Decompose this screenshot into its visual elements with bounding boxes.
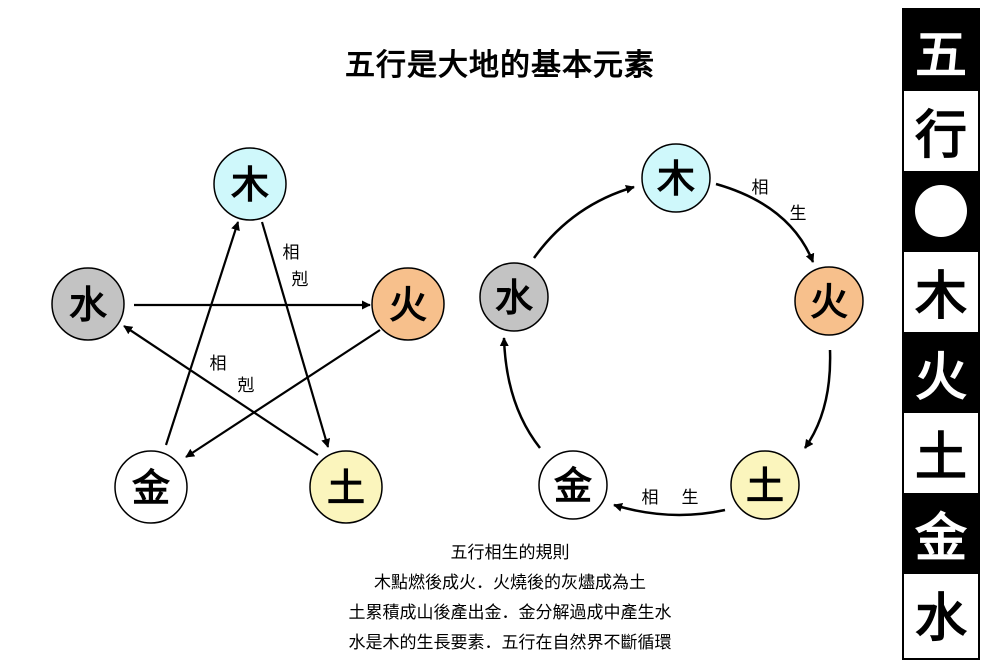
generate-cycle-arrows — [499, 182, 832, 517]
generate-label-upper: 相 生 — [752, 178, 807, 224]
restrain-cycle-arrows — [123, 221, 381, 458]
node-water-right-label: 水 — [495, 276, 534, 320]
node-wood-left-label: 木 — [231, 163, 269, 207]
rules-line-3: 水是木的生長要素．五行在自然界不斷循環 — [348, 633, 672, 653]
node-water-right: 水 — [479, 262, 549, 332]
restrain-label-lower-1: 相 — [210, 354, 227, 374]
rules-line-2: 土累積成山後產出金．金分解過成中產生水 — [348, 603, 672, 623]
node-earth-left: 土 — [309, 450, 383, 524]
node-fire-right-label: 火 — [810, 280, 848, 324]
arrow-wood-to-fire — [715, 182, 815, 263]
node-earth-left-label: 土 — [327, 466, 365, 510]
node-water-left-label: 水 — [69, 283, 108, 327]
arrow-fire-to-metal — [185, 329, 381, 458]
node-fire-right: 火 — [794, 266, 864, 336]
rules-line-1: 木點燃後成火．火燒後的灰燼成為土 — [374, 573, 646, 593]
node-metal-left: 金 — [114, 450, 188, 524]
arrow-water-to-wood — [532, 184, 635, 259]
node-water-left: 水 — [51, 267, 125, 341]
node-metal-left-label: 金 — [131, 466, 171, 510]
node-wood-right-label: 木 — [657, 157, 695, 201]
vbar-char-wu: 五 — [904, 10, 978, 91]
arrow-wood-to-earth — [260, 221, 331, 448]
arrow-metal-to-water — [499, 337, 541, 449]
restrain-label-lower-2: 剋 — [238, 376, 255, 396]
vbar-char-metal: 金 — [904, 493, 978, 574]
vbar-char-xing: 行 — [904, 90, 978, 171]
page-title: 五行是大地的基本元素 — [345, 48, 655, 83]
node-earth-right-label: 土 — [746, 464, 784, 508]
node-fire-left: 火 — [371, 267, 445, 341]
restrain-label-upper: 相 剋 — [283, 243, 309, 290]
vbar-char-fire: 火 — [904, 332, 978, 413]
node-wood-right: 木 — [641, 143, 711, 213]
vertical-title-bar: 五 行 木 火 土 金 水 — [902, 8, 980, 660]
circle-icon — [915, 185, 967, 238]
node-wood-left: 木 — [213, 147, 287, 221]
five-elements-diagram: 木 火 土 金 水 相 剋 相 剋 木 火 土 — [51, 143, 864, 524]
node-metal-right-label: 金 — [553, 464, 593, 508]
generate-label-lower-2: 生 — [682, 488, 699, 508]
generate-label-lower: 相 生 — [642, 488, 699, 508]
generate-label-upper-1: 相 — [752, 178, 769, 198]
vbar-char-wood: 木 — [904, 251, 978, 332]
node-fire-left-label: 火 — [389, 283, 427, 327]
node-earth-right: 土 — [730, 450, 800, 520]
restrain-label-upper-1: 相 — [283, 243, 300, 263]
restrain-label-lower: 相 剋 — [210, 354, 255, 396]
arrow-metal-to-wood — [164, 221, 240, 446]
node-metal-right: 金 — [538, 450, 608, 520]
arrow-earth-to-metal — [613, 503, 726, 517]
rules-title: 五行相生的規則 — [450, 543, 570, 563]
vbar-char-water: 水 — [904, 573, 978, 654]
arrow-fire-to-earth — [803, 349, 832, 449]
generate-label-upper-2: 生 — [790, 204, 807, 224]
vbar-char-earth: 土 — [904, 412, 978, 493]
arrow-earth-to-water — [123, 325, 319, 456]
restrain-label-upper-2: 剋 — [292, 270, 309, 290]
vbar-circle-cell — [904, 171, 978, 252]
generate-label-lower-1: 相 — [642, 488, 659, 508]
